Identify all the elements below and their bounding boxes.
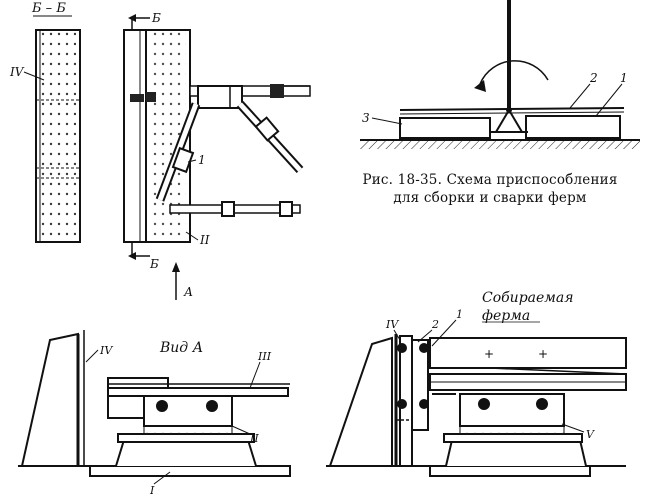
label-2-truss: 2 [431,318,439,331]
label-v: V [586,428,595,441]
label-1-scheme: 1 [620,71,628,85]
view-a-title: Вид А [159,340,203,356]
plan-view: Б 1 II Б [123,11,311,300]
label-2-scheme: 2 [589,71,598,85]
view-arrow-label: А [183,285,193,299]
view-a: Вид А IV III II I [18,330,291,496]
assembled-truss-line1: Собираемая [482,290,574,306]
rotation-scheme: 3 2 1 [360,0,640,149]
label-3: 3 [362,111,370,125]
plus-mark-2: + [538,347,548,361]
figure-caption: Рис. 18-35. Схема приспособления для сбо… [330,171,650,207]
label-i: I [149,484,155,496]
label-iii: III [257,350,272,363]
caption-line-1: Рис. 18-35. Схема приспособления [362,172,618,188]
label-iv-view-a: IV [99,344,113,357]
label-ii-plan: II [199,233,210,247]
label-1-plan: 1 [198,153,206,167]
label-iv-truss: IV [385,318,399,331]
section-b-b-view: Б – Б IV [9,1,81,243]
plus-mark-1: + [484,347,494,361]
label-iv-section: IV [9,65,25,79]
assembled-truss-line2: ферма [482,308,530,324]
cut-label-bottom: Б [149,257,159,271]
section-label: Б – Б [31,1,66,16]
caption-line-2: для сборки и сварки ферм [393,190,587,206]
cut-label-top: Б [151,11,161,25]
label-ii-view-a: II [249,432,259,445]
truss-assembly-view: Собираемая ферма + + IV 2 1 [326,290,627,477]
label-1-truss: 1 [456,308,463,321]
